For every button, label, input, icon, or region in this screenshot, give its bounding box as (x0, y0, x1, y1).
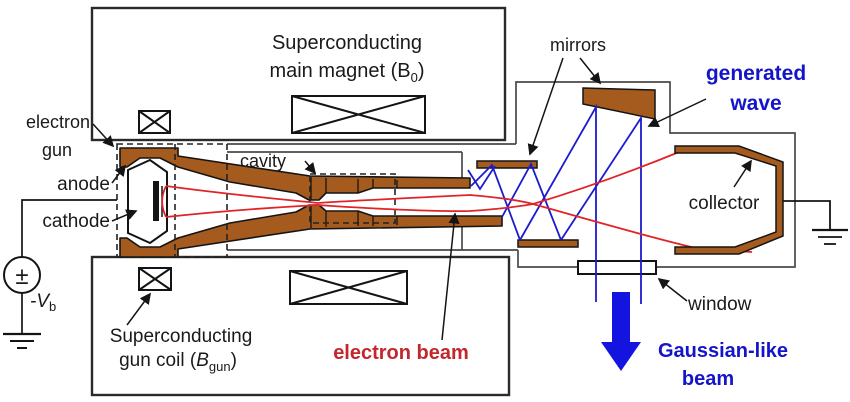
window-label: window (687, 294, 752, 315)
mirrors-arrow-2 (579, 57, 602, 85)
main-magnet-large-coil-symbol (291, 95, 426, 134)
cavity-arrow (304, 160, 317, 175)
mirrors-label: mirrors (550, 35, 606, 55)
wave-ray-4-to-window (560, 114, 642, 304)
main-magnet-small-coil-symbol (138, 110, 171, 134)
mirror-chamber-outline (515, 81, 796, 268)
cavity-section-ticks (310, 177, 398, 228)
generated-wave-rays (467, 103, 642, 304)
text-labels: Superconducting main magnet (B0) Superco… (26, 32, 806, 390)
electron-beam-lines (161, 149, 753, 253)
electron-gun-label-line1: electron (26, 112, 90, 132)
wave-ray-launcher (467, 165, 496, 191)
gaussian-arrow-shaft (612, 292, 630, 342)
dashed-outlines (116, 143, 396, 258)
gun-coil-large-coil-symbol (289, 270, 408, 305)
electron-beam-upper-envelope (165, 185, 753, 253)
gun-coil-label-line1: Superconducting (110, 326, 253, 347)
collector-ground-wire (783, 200, 831, 230)
mirror-bottom-small (517, 239, 579, 248)
wave-ray-2 (501, 161, 562, 241)
window-arrow (657, 277, 688, 302)
anode-arrow (111, 164, 127, 184)
voltage-symbol: -V (30, 291, 51, 312)
leader-arrows (92, 57, 752, 341)
wave-ray-3-to-window (519, 103, 597, 302)
generated-wave-label-line2: wave (729, 92, 781, 115)
coil-symbols (138, 95, 426, 305)
anode-electrode (127, 158, 168, 245)
generated-wave-arrow (647, 98, 707, 127)
gun-coil-label-line2: gun coil (Bgun) (119, 350, 237, 374)
collector-label: collector (689, 193, 760, 214)
anode-label: anode (57, 174, 110, 195)
voltage-subscript: b (49, 299, 56, 314)
main-magnet-label-line2: main magnet (B0) (269, 60, 424, 85)
collector-ground (783, 200, 848, 245)
vacuum-vessel-outline (227, 81, 796, 268)
electron-gun-label-line2: gun (42, 140, 72, 160)
plus-minus-symbol: ± (15, 263, 28, 290)
main-magnet-label-line1: Superconducting (272, 32, 422, 54)
gaussian-arrow-head (601, 342, 641, 371)
cavity-dashed-box (309, 173, 396, 224)
wave-ray-1 (470, 163, 521, 241)
collector-arrow (733, 159, 752, 188)
electron-beam-emitter-arc (161, 185, 167, 218)
gaussian-beam-arrow (601, 292, 641, 371)
mirror-top-small (476, 160, 538, 169)
cathode-wire (21, 199, 117, 257)
cathode-arrow (111, 209, 138, 222)
cathode-emitter (153, 181, 159, 221)
electron-beam-label: electron beam (333, 342, 469, 364)
gun-coil-subscript: gun (209, 359, 231, 374)
beam-voltage-label: -Vb (30, 291, 56, 314)
ground-symbol-left (3, 332, 41, 349)
electron-gun-dashed-box (116, 143, 228, 258)
main-magnet-subscript: 0 (411, 70, 418, 85)
electron-beam-lower-envelope (165, 149, 685, 218)
mirror-large-tilted (582, 87, 656, 120)
generated-wave-label-line1: generated (706, 62, 806, 85)
cavity-label: cavity (240, 151, 286, 171)
output-window (577, 260, 657, 275)
electron-beam-arrow (441, 212, 460, 341)
gun-coil-small-coil-symbol (138, 267, 172, 291)
voltage-source: ± -Vb (3, 199, 117, 349)
cathode-label: cathode (42, 211, 110, 232)
gaussian-beam-label-line2: beam (682, 368, 734, 390)
tube-top-wall (119, 147, 471, 201)
gun-coil-arrow (126, 292, 152, 326)
gaussian-beam-label-line1: Gaussian-like (658, 340, 788, 362)
mirrors-arrow-1 (527, 57, 564, 156)
collector-body (674, 145, 784, 255)
electron-gun-arrow (92, 123, 115, 148)
